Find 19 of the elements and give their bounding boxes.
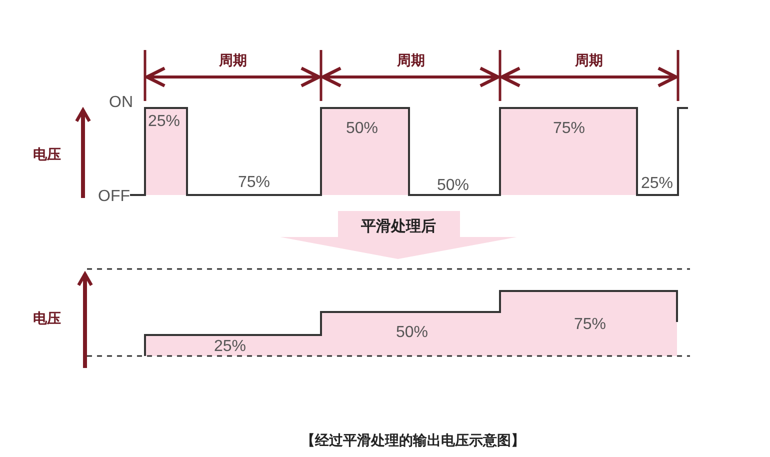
axis-label: 电压: [33, 148, 61, 162]
period-label: 周期: [397, 54, 425, 68]
duty-label: 75%: [552, 121, 586, 137]
level-label: ON: [109, 95, 133, 111]
duty-label: 25%: [640, 176, 674, 192]
duty-label: 50%: [346, 121, 378, 137]
axis-label: 电压: [33, 312, 61, 326]
level-value: 25%: [214, 339, 246, 355]
level-value: 75%: [574, 317, 606, 333]
duty-label: 50%: [436, 178, 470, 194]
block-arrow: [280, 211, 517, 259]
period-label: 周期: [575, 54, 603, 68]
level-value: 50%: [396, 325, 428, 341]
duty-label: 25%: [148, 114, 180, 130]
period-label: 周期: [219, 54, 247, 68]
level-label: OFF: [98, 189, 130, 205]
arrow-label: 平滑处理后: [360, 219, 437, 234]
duty-label: 75%: [238, 175, 270, 191]
caption: 【经过平滑处理的输出电压示意图】: [301, 432, 525, 450]
